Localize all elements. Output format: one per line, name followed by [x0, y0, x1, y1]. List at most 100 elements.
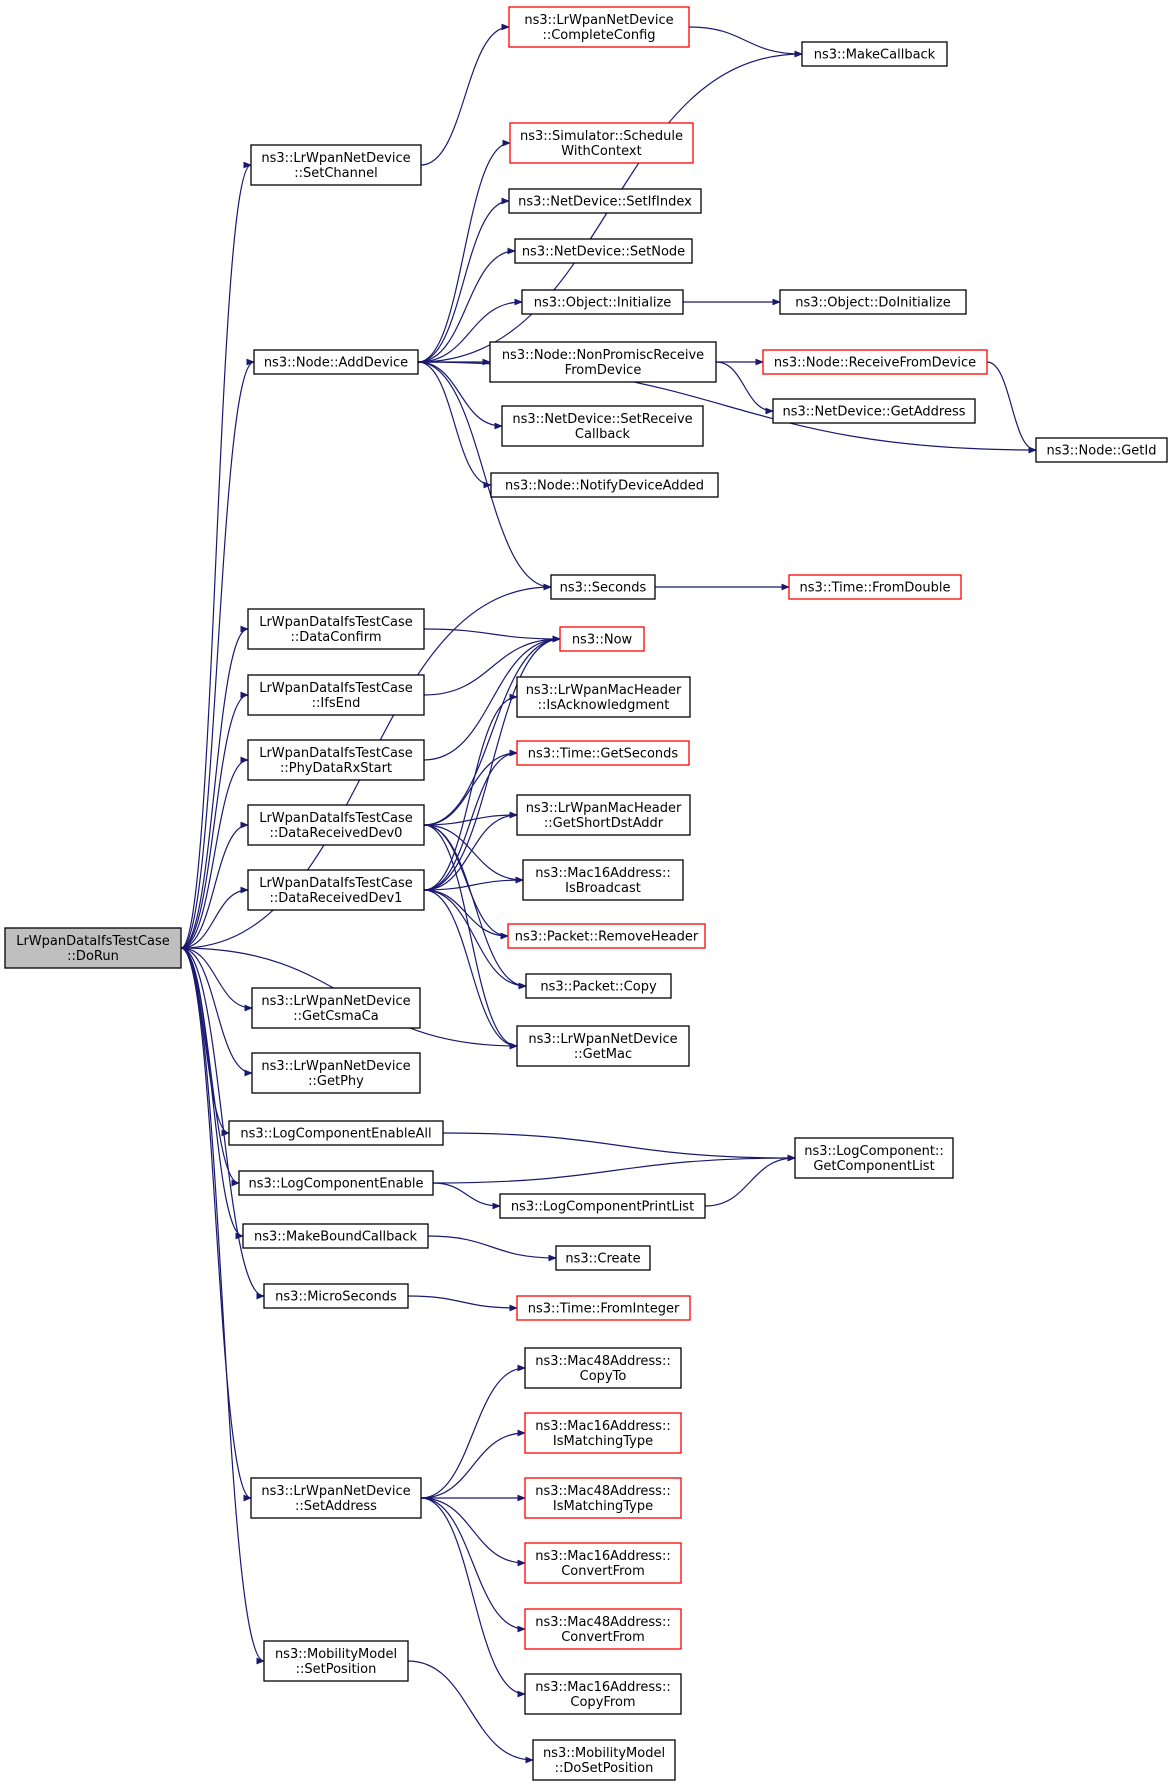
node-makecallback[interactable]: ns3::MakeCallback [801, 41, 948, 67]
node-getseconds[interactable]: ns3::Time::GetSeconds [516, 740, 690, 766]
node-label-line: LrWpanDataIfsTestCase [259, 615, 413, 630]
node-box [247, 804, 425, 846]
node-isbroadcast[interactable]: ns3::Mac16Address::IsBroadcast [522, 859, 684, 901]
edge-path [180, 947, 244, 1240]
edge-adddevice-to-schedule [417, 139, 511, 363]
node-recvfromdev[interactable]: ns3::Node::ReceiveFromDevice [762, 349, 988, 375]
node-label-line: ns3::Node::GetId [1047, 444, 1157, 459]
node-dataconfirm[interactable]: LrWpanDataIfsTestCase::DataConfirm [247, 608, 425, 650]
node-box [501, 405, 704, 447]
node-datarecv0[interactable]: LrWpanDataIfsTestCase::DataReceivedDev0 [247, 804, 425, 846]
node-setifindex[interactable]: ns3::NetDevice::SetIfIndex [508, 188, 702, 214]
node-m16convert[interactable]: ns3::Mac16Address::ConvertFrom [524, 1542, 682, 1584]
edge-path [427, 1235, 557, 1262]
node-box [509, 122, 694, 164]
node-box [524, 1477, 682, 1519]
node-logenableall[interactable]: ns3::LogComponentEnableAll [228, 1120, 444, 1146]
node-adddevice[interactable]: ns3::Node::AddDevice [253, 349, 419, 375]
node-now[interactable]: ns3::Now [559, 626, 645, 652]
edge-path [423, 824, 527, 990]
node-logenable[interactable]: ns3::LogComponentEnable [238, 1170, 434, 1196]
node-label-line: ns3::LrWpanNetDevice [261, 151, 410, 166]
node-ifsend[interactable]: LrWpanDataIfsTestCase::IfsEnd [247, 674, 425, 716]
node-copyto[interactable]: ns3::Mac48Address::CopyTo [524, 1347, 682, 1389]
node-phydatarx[interactable]: LrWpanDataIfsTestCase::PhyDataRxStart [247, 739, 425, 781]
edge-path [180, 947, 265, 1665]
node-box [516, 676, 691, 718]
node-removeheader[interactable]: ns3::Packet::RemoveHeader [507, 923, 706, 949]
node-label-line: ns3::Mac48Address:: [535, 1615, 670, 1630]
node-getshortdst[interactable]: ns3::LrWpanMacHeader::GetShortDstAddr [516, 794, 691, 836]
node-packetcopy[interactable]: ns3::Packet::Copy [525, 973, 672, 999]
node-frominteger[interactable]: ns3::Time::FromInteger [516, 1295, 691, 1321]
node-create[interactable]: ns3::Create [555, 1245, 651, 1271]
node-label-line: LrWpanDataIfsTestCase [259, 876, 413, 891]
edge-path [423, 824, 518, 1050]
edge-path [423, 635, 561, 826]
node-notifyadded[interactable]: ns3::Node::NotifyDeviceAdded [490, 472, 719, 498]
node-root[interactable]: LrWpanDataIfsTestCase::DoRun [4, 927, 182, 969]
node-label-line: LrWpanDataIfsTestCase [259, 681, 413, 696]
node-box [247, 869, 425, 911]
node-box [1035, 437, 1168, 463]
edge-path [180, 756, 249, 949]
node-box [508, 6, 690, 48]
node-m48match[interactable]: ns3::Mac48Address::IsMatchingType [524, 1477, 682, 1519]
node-dosetposition[interactable]: ns3::MobilityModel::DoSetPosition [532, 1739, 676, 1781]
node-m16match[interactable]: ns3::Mac16Address::IsMatchingType [524, 1412, 682, 1454]
node-label-line: ns3::LrWpanNetDevice [261, 1059, 410, 1074]
node-box [772, 398, 976, 424]
node-label-line: ::GetMac [574, 1047, 632, 1062]
node-label-line: ns3::Mac48Address:: [535, 1484, 670, 1499]
node-label-line: ::SetChannel [294, 166, 377, 181]
node-logprintlist[interactable]: ns3::LogComponentPrintList [499, 1193, 706, 1219]
node-isack[interactable]: ns3::LrWpanMacHeader::IsAcknowledgment [516, 676, 691, 718]
node-label-line: ns3::MicroSeconds [275, 1290, 397, 1305]
edge-path [417, 197, 510, 363]
node-completeconfig[interactable]: ns3::LrWpanNetDevice::CompleteConfig [508, 6, 690, 48]
node-setchannel[interactable]: ns3::LrWpanNetDevice::SetChannel [250, 144, 422, 186]
edge-path [423, 635, 561, 891]
edge-nonpromisc-to-getaddress [715, 361, 774, 415]
node-m48convert[interactable]: ns3::Mac48Address::ConvertFrom [524, 1608, 682, 1650]
node-label-line: IsMatchingType [553, 1499, 653, 1514]
node-microseconds[interactable]: ns3::MicroSeconds [263, 1283, 409, 1309]
node-getcsmaca[interactable]: ns3::LrWpanNetDevice::GetCsmaCa [251, 987, 421, 1029]
node-box [247, 739, 425, 781]
node-fromdouble[interactable]: ns3::Time::FromDouble [788, 574, 962, 600]
edge-root-to-microseconds [180, 947, 265, 1300]
node-box [253, 349, 419, 375]
node-getmac[interactable]: ns3::LrWpanNetDevice::GetMac [516, 1025, 690, 1067]
edge-path [180, 625, 249, 949]
edge-recvfromdev-to-getid [986, 361, 1037, 454]
node-makeboundcb[interactable]: ns3::MakeBoundCallback [242, 1223, 429, 1249]
edge-path [423, 635, 561, 761]
node-label-line: CopyTo [580, 1369, 627, 1384]
edge-datarecv1-to-getshortdst [423, 811, 518, 891]
node-getid[interactable]: ns3::Node::GetId [1035, 437, 1168, 463]
node-copyfrom[interactable]: ns3::Mac16Address::CopyFrom [524, 1673, 682, 1715]
node-setnode[interactable]: ns3::NetDevice::SetNode [514, 238, 693, 264]
edge-setchannel-to-completeconfig [420, 23, 510, 166]
node-label-line: ns3::Mac16Address:: [535, 1549, 670, 1564]
node-doinit[interactable]: ns3::Object::DoInitialize [779, 289, 967, 315]
edge-path [715, 361, 774, 415]
node-label-line: ns3::LogComponentPrintList [511, 1200, 694, 1215]
node-label-line: ns3::NetDevice::SetNode [522, 245, 685, 260]
node-datarecv1[interactable]: LrWpanDataIfsTestCase::DataReceivedDev1 [247, 869, 425, 911]
edge-datarecv1-to-getmac [423, 889, 518, 1050]
node-setaddress[interactable]: ns3::LrWpanNetDevice::SetAddress [250, 1477, 422, 1519]
node-objinit[interactable]: ns3::Object::Initialize [521, 289, 684, 315]
node-label-line: ns3::LrWpanNetDevice [261, 994, 410, 1009]
edge-setaddress-to-m48convert [420, 1497, 526, 1633]
node-seconds[interactable]: ns3::Seconds [550, 574, 656, 600]
node-setposition[interactable]: ns3::MobilityModel::SetPosition [263, 1640, 409, 1682]
edge-path [180, 358, 255, 949]
edge-path [417, 139, 511, 363]
node-getphy[interactable]: ns3::LrWpanNetDevice::GetPhy [251, 1052, 421, 1094]
node-getaddress[interactable]: ns3::NetDevice::GetAddress [772, 398, 976, 424]
node-getcomplist[interactable]: ns3::LogComponent::GetComponentList [794, 1137, 954, 1179]
